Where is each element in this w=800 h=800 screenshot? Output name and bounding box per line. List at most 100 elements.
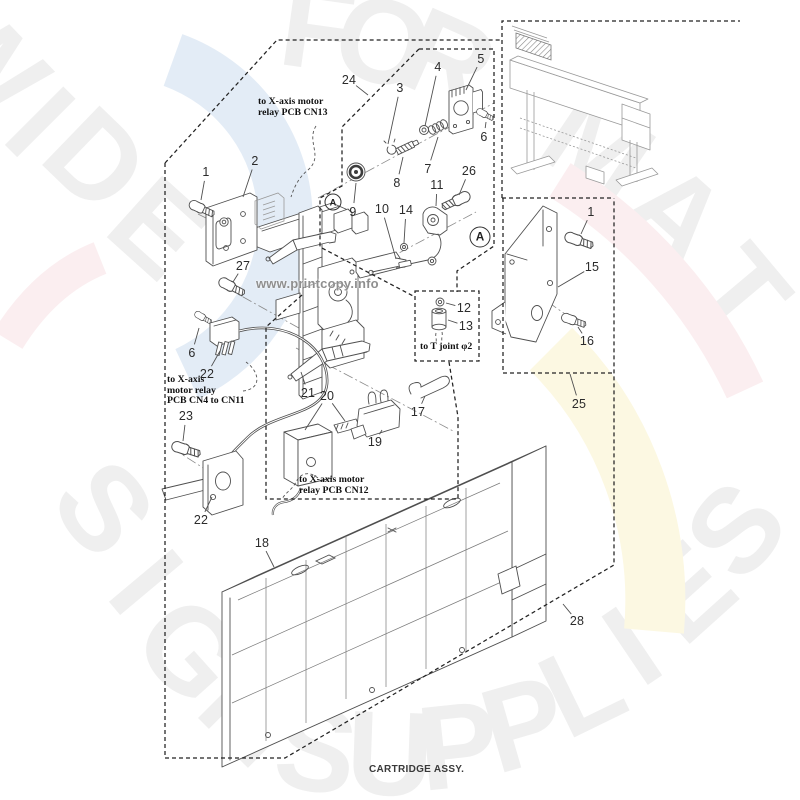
callout-9: 9 bbox=[349, 205, 357, 219]
callout-27: 27 bbox=[235, 259, 251, 273]
cn12-box bbox=[265, 294, 459, 500]
leader-line-21 bbox=[300, 371, 306, 385]
label-tjoint: to T joint φ2 bbox=[420, 341, 473, 352]
leader-line-15 bbox=[557, 271, 585, 288]
leader-line-25 bbox=[569, 373, 577, 396]
leader-line-8 bbox=[398, 156, 404, 175]
leader-line-22 bbox=[204, 496, 213, 513]
mid-parts-cluster bbox=[368, 206, 448, 343]
callout-3: 3 bbox=[396, 81, 404, 95]
callout-25: 25 bbox=[571, 397, 587, 411]
printcopy-watermark: www.printcopy.info bbox=[256, 276, 379, 291]
callout-leader-lines bbox=[182, 66, 588, 615]
callout-10: 10 bbox=[374, 202, 390, 216]
leader-line-4 bbox=[424, 75, 437, 127]
carriage-assembly bbox=[254, 202, 407, 400]
detail-marker-A: A bbox=[469, 226, 491, 248]
leader-line-23 bbox=[182, 424, 186, 442]
leader-line-9 bbox=[353, 182, 357, 204]
leader-line-24 bbox=[355, 85, 369, 96]
leader-line-20 bbox=[331, 403, 346, 422]
leader-line-17 bbox=[421, 395, 426, 404]
pink-arc-right bbox=[549, 163, 764, 399]
callout-14: 14 bbox=[398, 203, 414, 217]
figure-caption: CARTRIDGE ASSY. bbox=[369, 764, 465, 775]
leader-line-22 bbox=[211, 350, 221, 367]
screw-23 bbox=[169, 439, 203, 460]
callout-1: 1 bbox=[587, 205, 595, 219]
callout-2: 2 bbox=[251, 154, 259, 168]
callout-23: 23 bbox=[178, 409, 194, 423]
leader-line-5 bbox=[465, 66, 478, 91]
callout-1: 1 bbox=[202, 165, 210, 179]
detail-marker-A: A bbox=[324, 193, 342, 211]
screw-27 bbox=[216, 275, 248, 299]
part-15-bracket bbox=[491, 205, 558, 343]
screw-1-right bbox=[562, 230, 596, 252]
printer-overview bbox=[509, 25, 659, 187]
callout-15: 15 bbox=[584, 260, 600, 274]
screw-26 bbox=[439, 189, 473, 213]
leader-line-2 bbox=[242, 169, 253, 198]
leader-line-11 bbox=[435, 193, 438, 207]
group-24-boundary-left bbox=[319, 48, 420, 298]
callout-4: 4 bbox=[434, 60, 442, 74]
callout-21: 21 bbox=[300, 386, 316, 400]
tjoint-box bbox=[414, 290, 480, 362]
leader-line-27 bbox=[232, 273, 239, 283]
callout-24: 24 bbox=[341, 73, 357, 87]
part-18-base-plate bbox=[221, 445, 547, 768]
callout-22: 22 bbox=[193, 513, 209, 527]
callout-13: 13 bbox=[458, 319, 474, 333]
leader-line-14 bbox=[403, 218, 406, 244]
outer-boundary bbox=[164, 163, 615, 759]
leader-line-26 bbox=[458, 179, 466, 196]
pink-arc-left bbox=[0, 242, 107, 350]
callout-20: 20 bbox=[319, 389, 335, 403]
screw-6-right bbox=[475, 106, 496, 123]
callout-6: 6 bbox=[188, 346, 196, 360]
leader-line-10 bbox=[383, 217, 397, 260]
leader-line-19 bbox=[379, 429, 383, 435]
callout-28: 28 bbox=[569, 614, 585, 628]
callout-12: 12 bbox=[456, 301, 472, 315]
part-22-cable-assembly bbox=[161, 316, 329, 516]
leader-line-28 bbox=[562, 603, 572, 615]
leader-line-1 bbox=[580, 220, 588, 235]
group-24-boundary-right bbox=[419, 48, 495, 292]
top-parts-cluster bbox=[346, 84, 483, 182]
bracket-25-box bbox=[502, 198, 614, 374]
callout-19: 19 bbox=[367, 435, 383, 449]
leader-line-20 bbox=[304, 403, 323, 431]
assembly-boundaries bbox=[164, 20, 740, 759]
label-leaders bbox=[242, 125, 319, 500]
leader-line-1 bbox=[200, 180, 205, 201]
leader-line-6 bbox=[193, 327, 200, 345]
callout-16: 16 bbox=[579, 334, 595, 348]
cartridge-location-highlight bbox=[515, 32, 552, 61]
lower-parts-cluster bbox=[271, 375, 450, 516]
leader-line-16 bbox=[577, 326, 583, 334]
leader-line-18 bbox=[265, 550, 275, 568]
connector-ghost bbox=[254, 192, 285, 230]
callout-5: 5 bbox=[477, 52, 485, 66]
leader-line-7 bbox=[430, 136, 439, 161]
screw-16 bbox=[559, 311, 588, 330]
callout-18: 18 bbox=[254, 536, 270, 550]
leader-line-6 bbox=[484, 121, 487, 129]
leader-line-13 bbox=[447, 319, 458, 324]
yellow-arc bbox=[529, 327, 686, 634]
part-2-relay-plate bbox=[205, 192, 285, 267]
printer-box bbox=[501, 20, 740, 198]
callout-6: 6 bbox=[480, 130, 488, 144]
callout-17: 17 bbox=[410, 405, 426, 419]
leader-line-3 bbox=[387, 96, 399, 145]
callout-22: 22 bbox=[199, 367, 215, 381]
callout-8: 8 bbox=[393, 176, 401, 190]
callout-7: 7 bbox=[424, 162, 432, 176]
leader-line-12 bbox=[445, 302, 456, 307]
